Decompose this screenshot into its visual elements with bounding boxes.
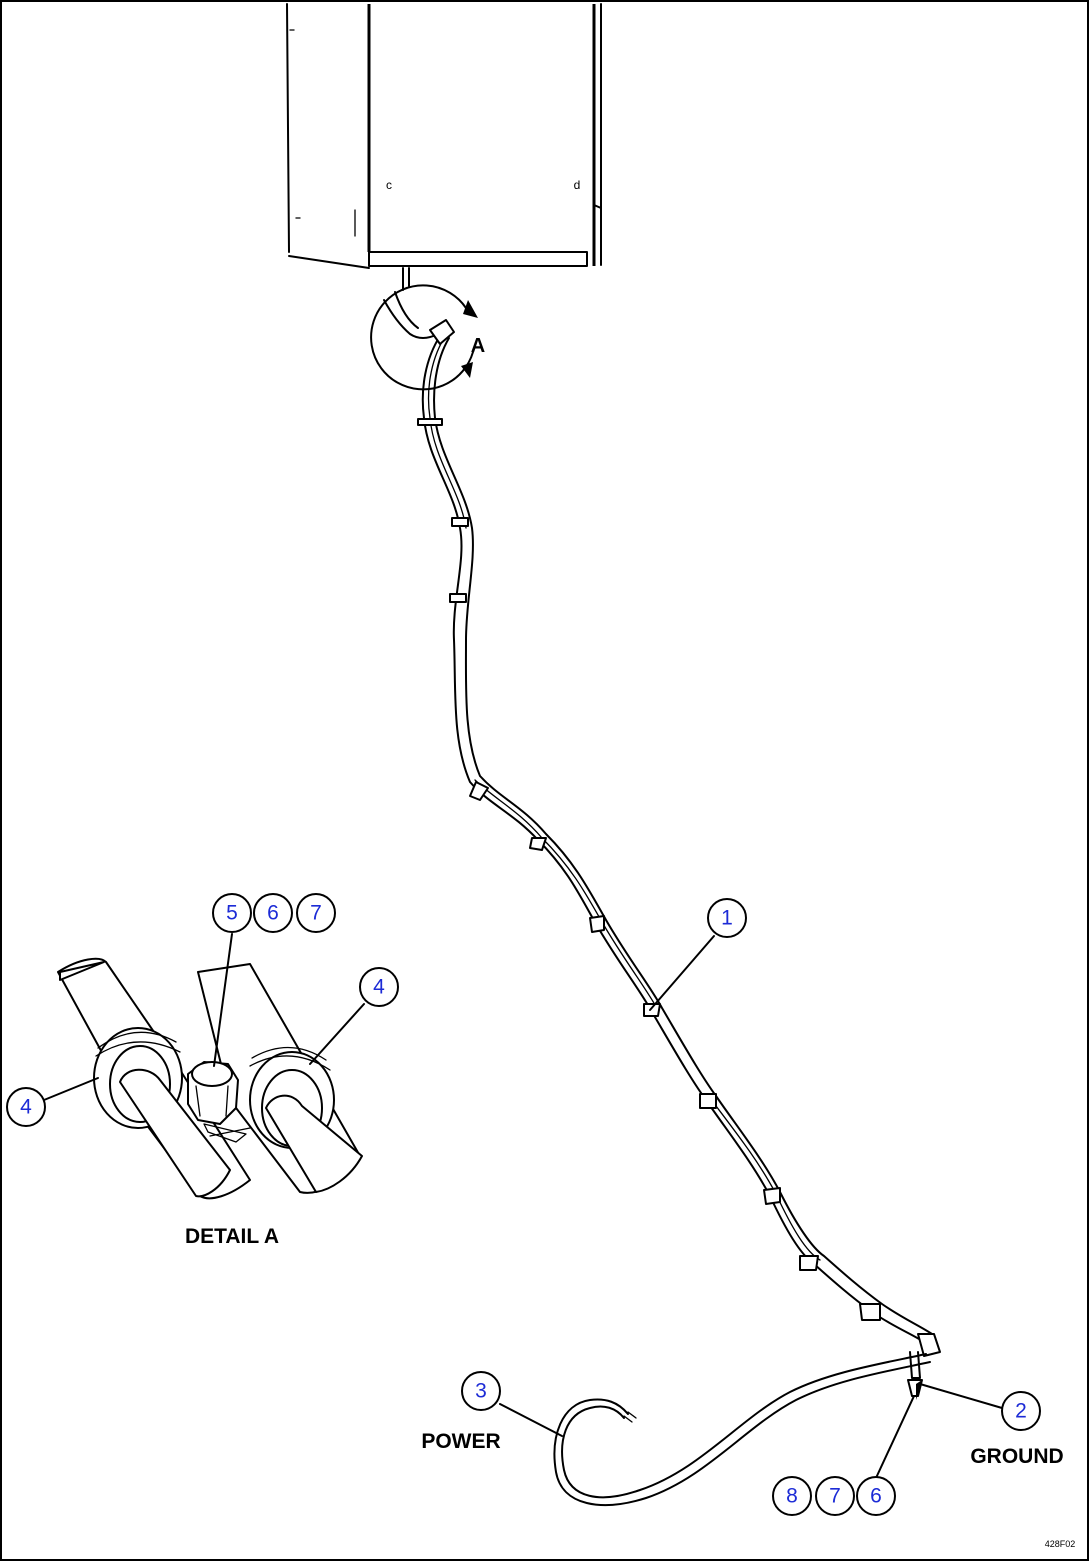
power-label: POWER — [421, 1430, 500, 1453]
svg-text:4: 4 — [373, 976, 385, 999]
svg-text:6: 6 — [870, 1485, 882, 1508]
harness-cable — [417, 319, 941, 1357]
svg-text:7: 7 — [310, 902, 322, 925]
svg-text:d: d — [574, 178, 581, 192]
svg-text:6: 6 — [267, 902, 279, 925]
svg-text:c: c — [386, 178, 392, 192]
callout-5: 5 — [212, 893, 252, 933]
svg-text:5: 5 — [226, 902, 238, 925]
callout-7-ground: 7 — [815, 1476, 855, 1516]
drawing-number: 428F02 — [1045, 1539, 1076, 1549]
svg-text:7: 7 — [829, 1485, 841, 1508]
ground-lug — [907, 1351, 923, 1400]
view-letter-a: A — [471, 335, 485, 357]
svg-text:4: 4 — [20, 1096, 32, 1119]
detail-a-drawing — [57, 957, 363, 1200]
detail-a-circle — [370, 267, 478, 391]
callout-7-detail: 7 — [296, 893, 336, 933]
svg-text:8: 8 — [786, 1485, 798, 1508]
power-cable — [553, 1353, 931, 1507]
leader-lines — [43, 933, 1003, 1479]
callout-8: 8 — [772, 1476, 812, 1516]
callout-4-left: 4 — [6, 1087, 46, 1127]
callout-1: 1 — [707, 898, 747, 938]
svg-text:3: 3 — [475, 1380, 487, 1403]
callout-6-detail: 6 — [253, 893, 293, 933]
ground-label: GROUND — [970, 1445, 1063, 1468]
callout-4-right: 4 — [359, 967, 399, 1007]
detail-a-label: DETAIL A — [185, 1225, 279, 1248]
callout-2: 2 — [1001, 1391, 1041, 1431]
svg-text:1: 1 — [721, 907, 733, 930]
callout-6-ground: 6 — [856, 1476, 896, 1516]
callout-3: 3 — [461, 1371, 501, 1411]
enclosure: c d — [286, 3, 602, 269]
svg-text:2: 2 — [1015, 1400, 1027, 1423]
